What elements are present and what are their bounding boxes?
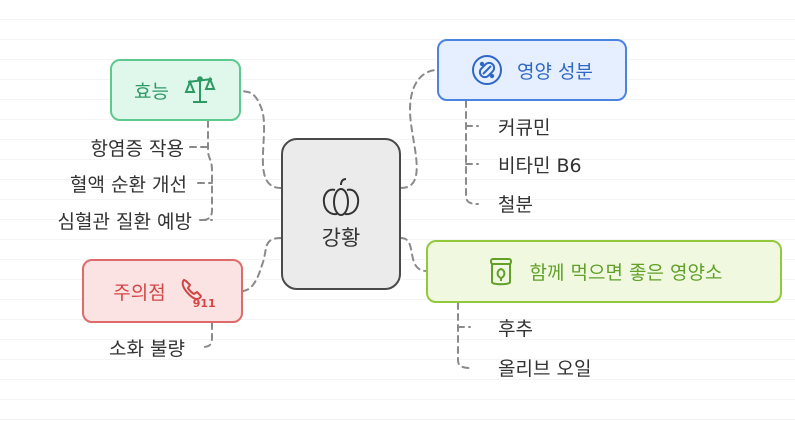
efficacy-node[interactable]: 효능 — [110, 59, 241, 121]
pairing-item: 올리브 오일 — [498, 358, 592, 380]
pairing-label: 함께 먹으면 좋은 영양소 — [529, 262, 723, 284]
efficacy-item: 심혈관 질환 예방 — [57, 211, 192, 233]
connector-center-pairing — [400, 237, 427, 272]
connector-center-caution — [242, 237, 282, 292]
phone-911-label: 911 — [192, 297, 216, 310]
pumpkin-icon — [319, 176, 363, 220]
efficacy-item: 항염증 작용 — [90, 138, 184, 160]
center-node[interactable]: 강황 — [281, 138, 401, 290]
pairing-item: 후추 — [498, 318, 533, 340]
caution-label: 주의점 — [113, 281, 166, 304]
supplement-jar-icon — [486, 256, 516, 288]
balance-scale-icon — [183, 73, 217, 107]
nutrients-item: 커큐민 — [498, 117, 551, 139]
connector-nutrients-leaves — [465, 100, 479, 205]
vitamin-pills-icon — [471, 54, 503, 86]
nutrients-node[interactable]: 영양 성분 — [437, 39, 627, 101]
center-label: 강황 — [321, 226, 361, 250]
nutrients-label: 영양 성분 — [517, 60, 593, 83]
connector-center-efficacy — [240, 90, 282, 189]
efficacy-item: 혈액 순환 개선 — [70, 174, 187, 196]
connector-caution-leaves — [201, 322, 213, 348]
efficacy-label: 효능 — [134, 80, 169, 103]
nutrients-item: 비타민 B6 — [498, 155, 582, 177]
connector-efficacy-leaves — [201, 120, 213, 221]
caution-item: 소화 불량 — [109, 338, 185, 360]
phone-911-icon: 911 — [178, 274, 216, 310]
connector-center-nutrients — [400, 69, 438, 189]
pairing-node[interactable]: 함께 먹으면 좋은 영양소 — [426, 240, 782, 303]
nutrients-item: 철분 — [498, 194, 533, 216]
connector-pairing-leaves — [457, 302, 471, 369]
caution-node[interactable]: 주의점 911 — [82, 259, 243, 323]
